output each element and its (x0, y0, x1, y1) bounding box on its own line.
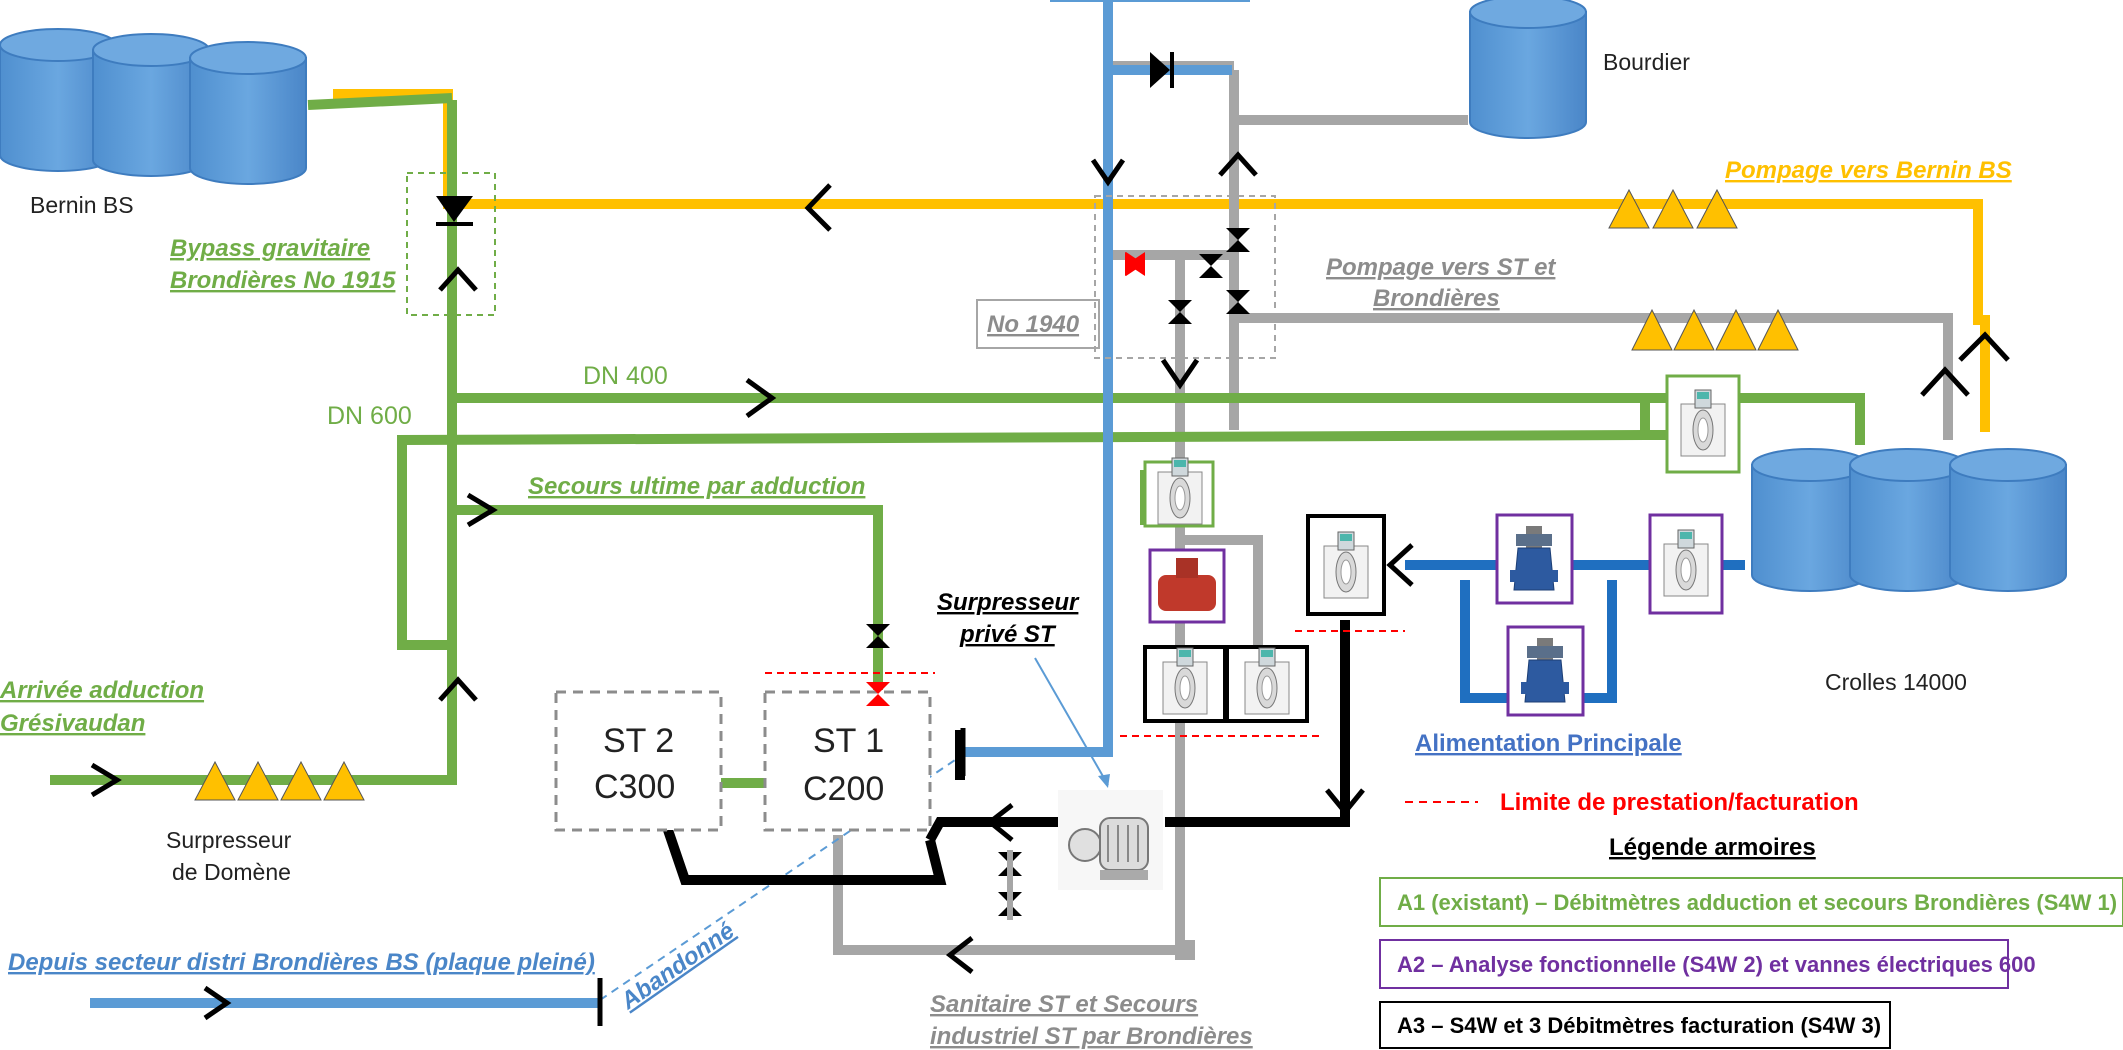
arrivee-label-line2: Grésivaudan (0, 710, 145, 737)
flowmeter-a2 (1648, 513, 1724, 615)
control-valve-a2 (1148, 548, 1226, 624)
electric-valve-a2-bottom (1506, 625, 1585, 717)
sanitaire-label-line1: Sanitaire ST et Secours (930, 991, 1198, 1018)
tank-bourdier (1469, 0, 1587, 139)
limite-label: Limite de prestation/facturation (1500, 789, 1859, 816)
tank-crolles (1751, 448, 2067, 592)
pompage-bernin-label: Pompage vers Bernin BS (1725, 157, 2012, 184)
flow-arrows (90, 151, 2010, 1021)
legend-item-a3: A3 – S4W et 3 Débitmètres facturation (S… (1397, 1013, 1881, 1038)
flowmeter-a3-main (1306, 514, 1386, 616)
flowmeter-a1-top (1665, 374, 1741, 474)
pump-icons-bernin (1608, 188, 1738, 229)
secours-ultime-label: Secours ultime par adduction (528, 473, 865, 500)
pipe-end-caps (597, 728, 966, 1026)
no1940-box (976, 299, 1100, 349)
pompage-st-line1: Pompage vers ST et (1326, 254, 1556, 281)
legend-title: Légende armoires (1609, 834, 1816, 861)
no1940-label: No 1940 (987, 311, 1080, 338)
st2-label-line2: C300 (594, 768, 675, 806)
bypass-label-line2: Brondières No 1915 (170, 267, 396, 294)
legend-item-a2: A2 – Analyse fonctionnelle (S4W 2) et va… (1397, 952, 2036, 977)
tank-label-crolles: Crolles 14000 (1825, 669, 1967, 695)
flowmeter-a3-left (1143, 645, 1227, 723)
booster-pointer (1034, 657, 1109, 786)
alimentation-label: Alimentation Principale (1415, 730, 1682, 757)
st1-box (763, 690, 932, 832)
tank-top (1050, 0, 1250, 2)
bypass-label-line1: Bypass gravitaire (170, 235, 370, 262)
legend-item-a1: A1 (existant) – Débitmètres adduction et… (1397, 890, 2117, 915)
valve-group-box (1094, 195, 1276, 359)
st1-label-line2: C200 (803, 770, 884, 808)
booster-pointer-head (1098, 774, 1110, 788)
electric-valve-a2-top (1495, 513, 1574, 605)
dn600-label: DN 600 (327, 402, 412, 430)
st2-label-line1: ST 2 (603, 722, 674, 760)
black-pipes (663, 620, 1350, 885)
legend-box-a3 (1379, 1001, 1891, 1049)
surpresseur-domene-line2: de Domène (172, 859, 291, 885)
billing-limit-lines (765, 630, 1405, 737)
st1-label-line1: ST 1 (813, 722, 884, 760)
surpresseur-prive-line2: privé ST (959, 621, 1057, 648)
tank-label-bernin: Bernin BS (30, 192, 134, 218)
dn400-label: DN 400 (583, 362, 668, 390)
sanitaire-label-line2: industriel ST par Brondières (930, 1023, 1253, 1050)
bypass-box (406, 172, 496, 316)
flowmeter-a3-right (1225, 645, 1309, 723)
pompage-st-line2: Brondières (1373, 285, 1500, 312)
flowmeter-a1-left (1143, 457, 1215, 528)
depuis-secteur-label: Depuis secteur distri Brondières BS (pla… (8, 949, 595, 976)
abandonne-label: Abandonné (615, 917, 739, 1015)
legend-box-a2 (1379, 939, 2009, 989)
surpresseur-prive-line1: Surpresseur (937, 589, 1080, 616)
tank-label-bourdier: Bourdier (1603, 49, 1690, 75)
legend-box-a1 (1379, 877, 2123, 927)
tank-bernin (0, 28, 307, 185)
pump-icons-st (1631, 308, 1799, 351)
st2-box (554, 690, 723, 832)
check-valve-icon (436, 52, 1174, 226)
arrivee-label-line1: Arrivée adduction (0, 677, 204, 704)
pump-icons-domene (194, 760, 365, 801)
private-booster-pump-icon (1058, 790, 1163, 890)
surpresseur-domene-line1: Surpresseur (166, 827, 292, 853)
